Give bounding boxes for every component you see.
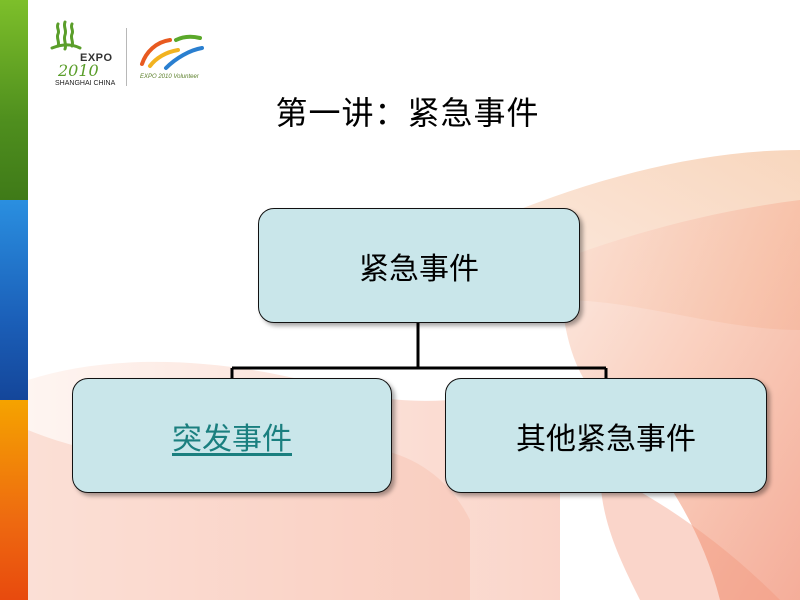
volunteer-logo-text: EXPO 2010 Volunteer (140, 74, 199, 80)
page-title: 第一讲：紧急事件 (275, 94, 540, 132)
org-chart-child-node-emergency: 突发事件 (72, 378, 392, 493)
logo-divider (126, 28, 127, 86)
left-stripe-orange (0, 400, 28, 600)
other-emergency-label: 其他紧急事件 (516, 421, 696, 457)
expo-logo-text: EXPO (80, 52, 113, 64)
expo-logo-subtext: SHANGHAI CHINA (55, 80, 116, 87)
org-chart-child-node-other: 其他紧急事件 (445, 378, 767, 493)
org-chart-root-node: 紧急事件 (258, 208, 580, 323)
emergency-link[interactable]: 突发事件 (172, 421, 292, 457)
root-node-label: 紧急事件 (359, 251, 479, 287)
left-stripe-green (0, 0, 28, 200)
volunteer-logo (140, 34, 204, 70)
left-stripe-blue (0, 200, 28, 400)
expo-year-mark: 2010 (57, 61, 99, 80)
expo-2010-logo: 2010 (50, 20, 99, 80)
